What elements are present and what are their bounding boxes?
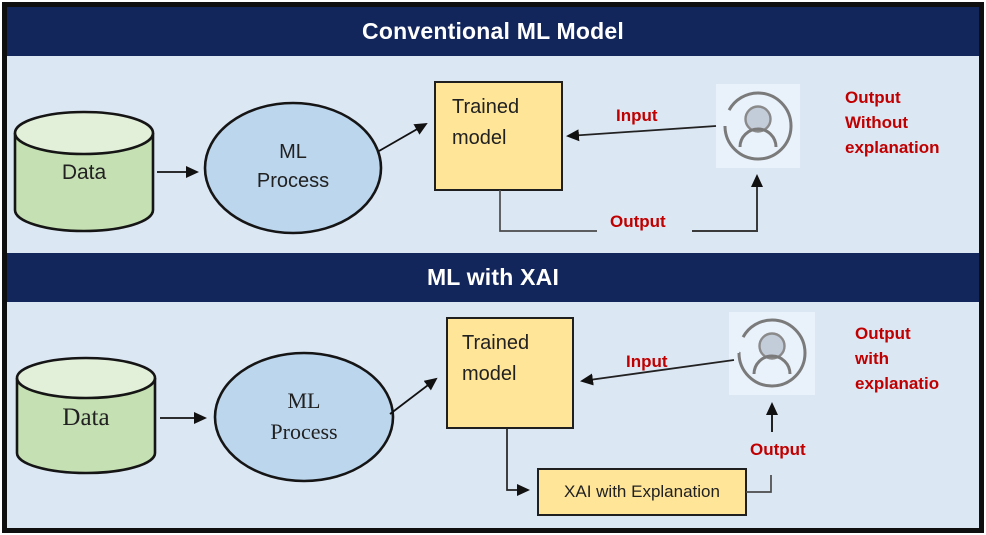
- top-output-label: Output: [610, 212, 666, 231]
- top-arrow-process-to-model: [378, 123, 428, 152]
- bottom-input-label: Input: [626, 352, 668, 371]
- bottom-trained-model-label: Trained model: [462, 332, 530, 385]
- bottom-output-label: Output: [750, 440, 806, 459]
- bottom-arrow-process-to-model: [389, 377, 438, 415]
- top-ml-process-label: ML Process: [256, 141, 330, 192]
- bottom-section-header: ML with XAI: [7, 253, 979, 302]
- top-note-output-without-explanation: Output Without explanation: [845, 88, 940, 157]
- top-output-line-right: [692, 174, 763, 232]
- top-trained-model-label: Trained model: [452, 96, 520, 149]
- bottom-data-cylinder: [15, 356, 157, 475]
- bottom-ml-process-ellipse: [213, 351, 395, 483]
- top-section-title: Conventional ML Model: [362, 18, 624, 44]
- top-trained-model-box: [434, 81, 563, 191]
- bottom-section-title: ML with XAI: [426, 264, 560, 290]
- top-input-arrow: [566, 125, 717, 142]
- top-section-header: Conventional ML Model: [7, 7, 979, 56]
- top-output-line-left: [499, 190, 597, 232]
- top-ml-process-ellipse: [203, 101, 383, 235]
- bottom-note-output-with-explanation: Output with explanatio: [855, 324, 940, 393]
- top-input-label: Input: [616, 106, 658, 125]
- bottom-data-label: Data: [62, 404, 110, 431]
- bottom-input-arrow: [580, 359, 735, 386]
- top-data-cylinder: [13, 110, 155, 233]
- top-user-icon: [716, 84, 800, 168]
- top-data-label: Data: [61, 161, 107, 184]
- xai-to-output-elbow: [746, 475, 772, 493]
- bottom-user-icon: [729, 312, 815, 395]
- bottom-trained-model-box: [446, 317, 574, 429]
- xai-explanation-box-label: XAI with Explanation: [564, 482, 720, 501]
- bottom-model-to-xai-connector: [506, 428, 530, 496]
- bottom-ml-process-label: ML Process: [270, 388, 338, 444]
